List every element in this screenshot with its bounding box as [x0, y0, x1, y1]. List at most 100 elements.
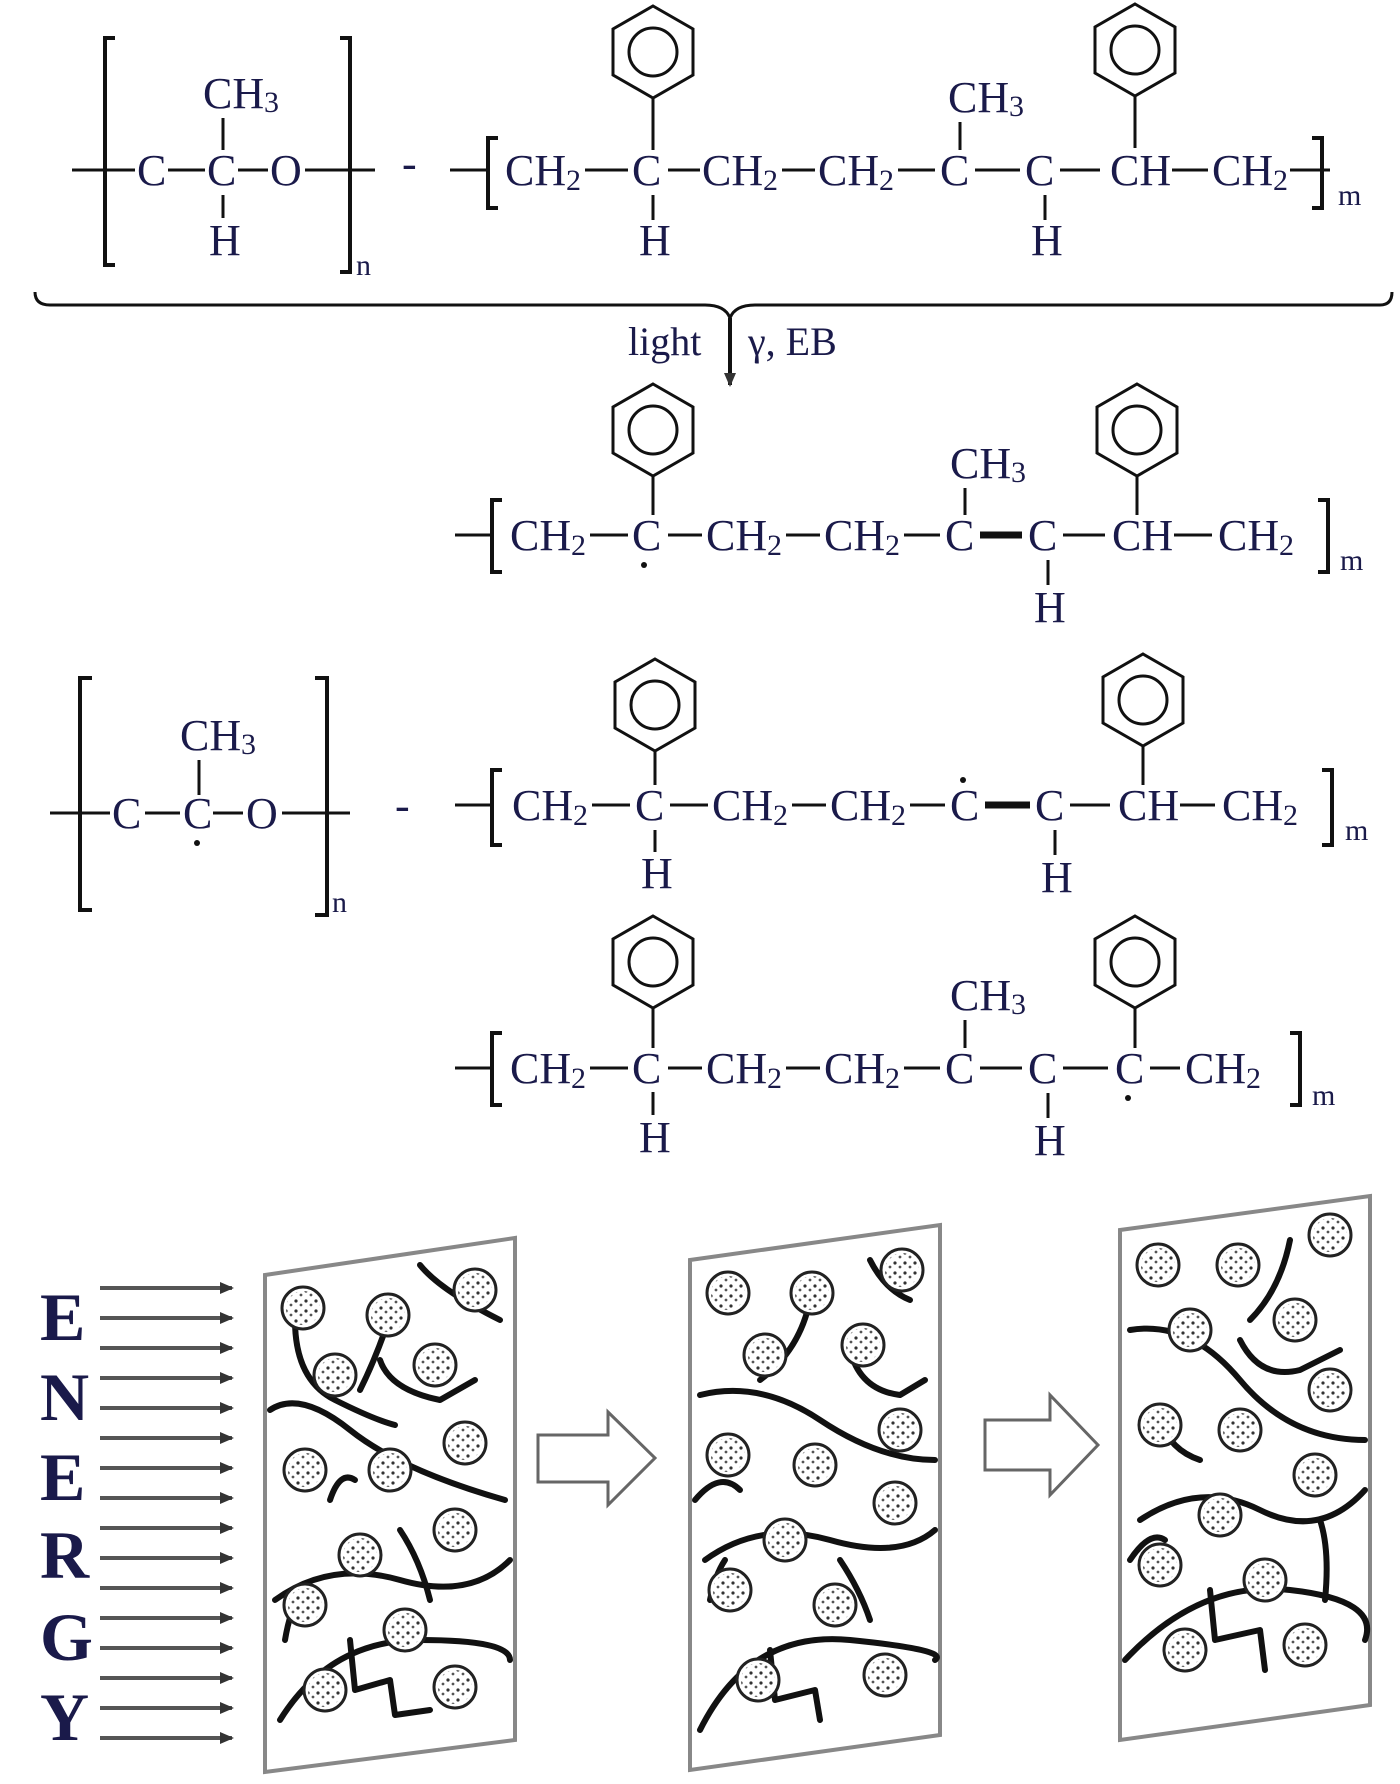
benzene-ring	[611, 382, 695, 478]
transition-arrow	[983, 1391, 1101, 1499]
svg-text:2: 2	[763, 164, 778, 197]
atom-c: C	[940, 146, 969, 195]
ch2-label: CH	[510, 511, 571, 560]
atom-h: H	[1034, 583, 1066, 632]
separator-dash: -	[395, 781, 410, 830]
energy-letter: E	[40, 1279, 85, 1355]
svg-text:2: 2	[767, 1062, 782, 1095]
benzene-ring	[1093, 914, 1177, 1010]
energy-letter: N	[40, 1359, 89, 1435]
energy-letter: G	[40, 1599, 93, 1675]
atom-c: C	[632, 1044, 661, 1093]
ch-label: CH	[1118, 781, 1179, 830]
subscript-n: n	[332, 886, 347, 919]
ch2-label: CH	[702, 146, 763, 195]
product-chain-3: CH 2 C H CH 2 CH 2 C CH 3 C H C CH 2 m	[455, 914, 1335, 1165]
film-panel-1	[263, 1235, 517, 1775]
energy-letter: R	[40, 1517, 90, 1593]
energy-letter: Y	[40, 1679, 89, 1755]
methyl-label: CH	[180, 711, 241, 760]
radical-carbon: C	[1115, 1044, 1144, 1093]
svg-text:2: 2	[571, 529, 586, 562]
atom-h: H	[639, 216, 671, 265]
radical-carbon: C	[632, 511, 661, 560]
atom-c: C	[635, 781, 664, 830]
atom-c: C	[632, 146, 661, 195]
subscript-m: m	[1312, 1079, 1335, 1112]
product-chain-1: CH 2 C CH 2 CH 2 C CH 3 C H CH CH 2 m	[455, 382, 1363, 632]
condition-gamma-eb: γ, EB	[747, 319, 837, 364]
svg-text:2: 2	[1279, 529, 1294, 562]
ch2-label: CH	[706, 1044, 767, 1093]
svg-text:3: 3	[1011, 456, 1026, 489]
atom-h: H	[641, 849, 673, 898]
svg-text:3: 3	[1011, 988, 1026, 1021]
benzene-ring	[611, 914, 695, 1010]
subscript-m: m	[1340, 544, 1363, 577]
svg-text:2: 2	[571, 1062, 586, 1095]
energy-letter: E	[40, 1439, 85, 1515]
ch2-label: CH	[1218, 511, 1279, 560]
right-bracket	[340, 36, 352, 274]
benzene-ring	[1095, 382, 1179, 478]
reactant-structure: C C CH 3 H O n - CH 2 C H CH 2 CH 2 C CH…	[72, 2, 1361, 282]
atom-o: O	[270, 146, 302, 195]
atom-h: H	[1041, 853, 1073, 902]
svg-text:3: 3	[264, 86, 279, 119]
atom-c: C	[112, 789, 141, 838]
svg-text:2: 2	[1273, 164, 1288, 197]
atom-c: C	[1025, 146, 1054, 195]
energy-label: E N E R G Y	[40, 1279, 93, 1755]
ch2-label: CH	[824, 511, 885, 560]
benzene-ring	[1101, 652, 1185, 748]
methyl-label: CH	[203, 69, 264, 118]
radical-carbon: C	[950, 781, 979, 830]
ch2-label: CH	[510, 1044, 571, 1093]
atom-h: H	[639, 1113, 671, 1162]
atom-h: H	[1034, 1116, 1066, 1165]
left-bracket	[103, 36, 115, 267]
product-chain-2: C C CH 3 O n - CH 2 C H CH 2 CH 2 C C H	[50, 652, 1368, 919]
svg-text:2: 2	[767, 529, 782, 562]
ch2-label: CH	[824, 1044, 885, 1093]
ch2-label: CH	[712, 781, 773, 830]
atom-c: C	[945, 511, 974, 560]
atom-h: H	[209, 216, 241, 265]
radical-carbon: C	[183, 789, 212, 838]
svg-text:2: 2	[891, 799, 906, 832]
benzene-ring	[611, 4, 695, 100]
svg-text:2: 2	[885, 529, 900, 562]
ch2-label: CH	[818, 146, 879, 195]
grouping-brace	[33, 291, 1394, 323]
atom-c: C	[945, 1044, 974, 1093]
atom-c: C	[137, 146, 166, 195]
ch-label: CH	[1112, 511, 1173, 560]
film-panel-3	[1118, 1193, 1372, 1743]
ch-label: CH	[1110, 146, 1171, 195]
methyl-label: CH	[950, 971, 1011, 1020]
energy-arrows	[100, 1282, 234, 1744]
svg-text:2: 2	[885, 1062, 900, 1095]
svg-text:3: 3	[1009, 90, 1024, 123]
chain-bracket-right	[1312, 136, 1324, 210]
methyl-label: CH	[948, 73, 1009, 122]
svg-text:2: 2	[879, 164, 894, 197]
subscript-m: m	[1338, 179, 1361, 212]
transition-arrow	[536, 1408, 658, 1509]
atom-c: C	[1028, 511, 1057, 560]
condition-light: light	[628, 319, 701, 364]
ch2-label: CH	[1212, 146, 1273, 195]
svg-text:2: 2	[566, 164, 581, 197]
svg-text:2: 2	[1283, 799, 1298, 832]
svg-text:3: 3	[241, 728, 256, 761]
svg-text:2: 2	[773, 799, 788, 832]
atom-h: H	[1031, 216, 1063, 265]
reaction-arrow-group: light γ, EB	[33, 291, 1394, 387]
chain-bracket-left	[486, 136, 498, 210]
ch2-label: CH	[706, 511, 767, 560]
ch2-label: CH	[512, 781, 573, 830]
ch2-label: CH	[1222, 781, 1283, 830]
ch2-label: CH	[1185, 1044, 1246, 1093]
atom-c: C	[207, 146, 236, 195]
atom-c: C	[1035, 781, 1064, 830]
